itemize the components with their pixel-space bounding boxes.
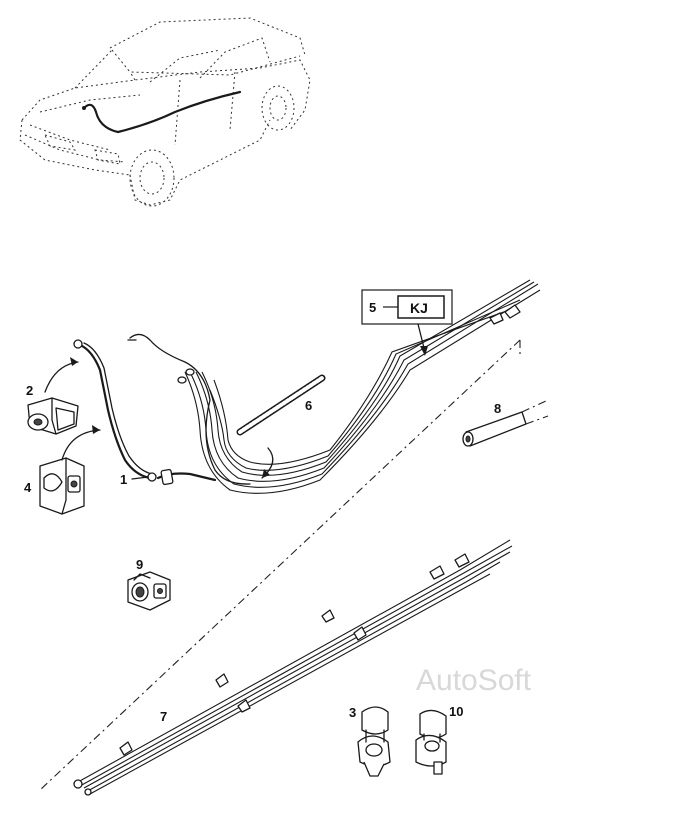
- callout-5: 5: [369, 300, 376, 315]
- part-6-sleeve: [236, 374, 326, 436]
- part-9-clip: [127, 571, 171, 611]
- part-2-clip: [27, 397, 79, 435]
- part-4-bracket: [39, 457, 85, 515]
- callout-4: 4: [24, 480, 32, 495]
- watermark: AutoSoft: [416, 664, 532, 697]
- part-10-clip: [415, 709, 447, 775]
- callout-9: 9: [136, 557, 143, 572]
- part-5-pipe-bundle: [127, 279, 541, 494]
- part-1-pipe: [73, 339, 217, 486]
- arrow-4: [61, 429, 101, 461]
- car-illustration: [19, 17, 311, 207]
- callout-2: 2: [26, 383, 33, 398]
- arrow-2: [44, 361, 79, 393]
- callout-10: 10: [449, 704, 463, 719]
- part-8-tube: [462, 399, 549, 447]
- part-7-pipe-set: [73, 539, 513, 796]
- callout-7: 7: [160, 709, 167, 724]
- callout-3: 3: [349, 705, 356, 720]
- assembly-divider-line: [39, 339, 521, 791]
- callout-1: 1: [120, 472, 127, 487]
- callout-6: 6: [305, 398, 312, 413]
- part-3-clip: [357, 706, 391, 777]
- leader-line-1: [131, 476, 149, 480]
- variant-box: 5 KJ: [361, 289, 453, 325]
- variant-code: KJ: [410, 300, 428, 316]
- callout-8: 8: [494, 401, 501, 416]
